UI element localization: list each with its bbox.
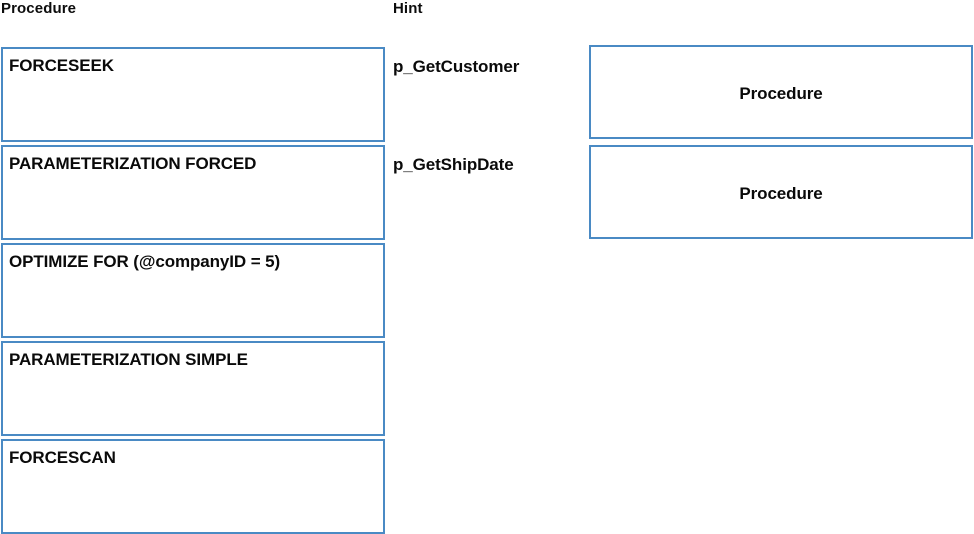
draggable-option-box[interactable]: FORCESEEK <box>1 47 385 142</box>
drop-target-box[interactable]: Procedure <box>589 145 973 239</box>
draggable-option-box[interactable]: PARAMETERIZATION FORCED <box>1 145 385 240</box>
draggable-option-label: FORCESCAN <box>9 448 116 467</box>
drop-target-placeholder: Procedure <box>739 83 823 103</box>
draggable-option-box[interactable]: FORCESCAN <box>1 439 385 534</box>
column-header-procedure: Procedure <box>1 0 77 17</box>
draggable-option-label: PARAMETERIZATION SIMPLE <box>9 350 248 369</box>
draggable-option-label: OPTIMIZE FOR (@companyID = 5) <box>9 252 281 271</box>
draggable-option-label: PARAMETERIZATION FORCED <box>9 154 257 173</box>
drop-target-placeholder: Procedure <box>739 183 823 203</box>
draggable-option-label: FORCESEEK <box>9 56 114 75</box>
hint-label: p_GetShipDate <box>393 155 514 174</box>
drop-target-box[interactable]: Procedure <box>589 45 973 139</box>
hint-label: p_GetCustomer <box>393 57 520 76</box>
column-header-hint: Hint <box>393 0 423 17</box>
draggable-option-box[interactable]: PARAMETERIZATION SIMPLE <box>1 341 385 436</box>
draggable-option-box[interactable]: OPTIMIZE FOR (@companyID = 5) <box>1 243 385 338</box>
